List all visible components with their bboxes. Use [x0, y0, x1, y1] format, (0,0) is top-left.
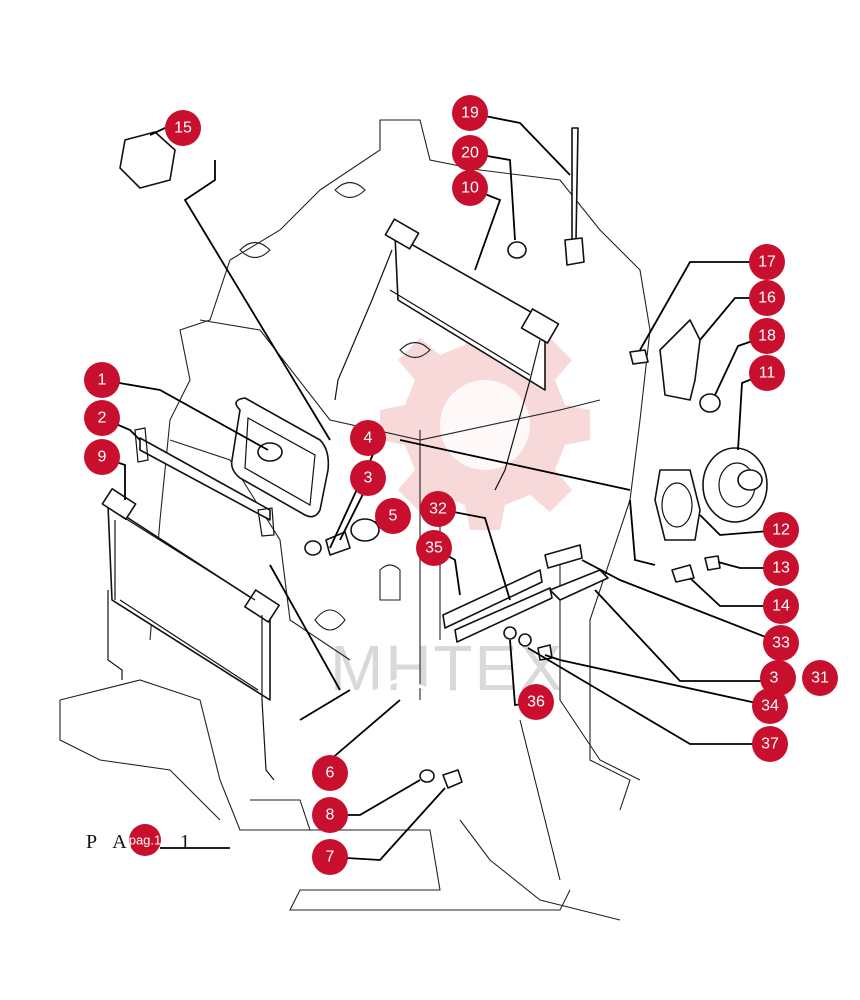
- callout-33[interactable]: 33: [763, 625, 799, 661]
- page-ref-prefix: P A: [86, 831, 133, 853]
- callout-label: 18: [758, 328, 776, 345]
- callout-label: 35: [425, 540, 443, 557]
- bracket-bar-2: [134, 427, 275, 537]
- callout-11[interactable]: 11: [749, 355, 785, 391]
- callout-label: 15: [174, 120, 192, 137]
- page-ref-suffix: 1: [180, 831, 196, 853]
- callout-7[interactable]: 7: [312, 839, 348, 875]
- fittings-3-4-5: [304, 518, 380, 556]
- bracket-16: [659, 319, 701, 401]
- callout-label: 17: [758, 254, 776, 271]
- callout-13[interactable]: 13: [763, 550, 799, 586]
- callout-label: 12: [772, 522, 790, 539]
- callout-3-right[interactable]: 3: [760, 660, 796, 696]
- callout-label: 31: [811, 670, 829, 687]
- callout-19[interactable]: 19: [452, 95, 488, 131]
- callout-35[interactable]: 35: [416, 530, 452, 566]
- callout-6[interactable]: 6: [312, 755, 348, 791]
- callout-label: 4: [364, 430, 373, 447]
- callout-34[interactable]: 34: [752, 688, 788, 724]
- callout-label: 33: [772, 635, 790, 652]
- callout-9[interactable]: 9: [84, 439, 120, 475]
- condenser-10: [334, 218, 560, 491]
- callout-5[interactable]: 5: [375, 498, 411, 534]
- page-ref-badge-label: pag.1: [129, 833, 162, 848]
- callout-label: 2: [98, 410, 107, 427]
- callout-label: 8: [326, 807, 335, 824]
- callout-label: 7: [326, 849, 335, 866]
- callout-14[interactable]: 14: [763, 588, 799, 624]
- callout-label: 5: [389, 508, 398, 525]
- callout-label: 9: [98, 449, 107, 466]
- callout-label: 34: [761, 698, 779, 715]
- callout-16[interactable]: 16: [749, 280, 785, 316]
- rail-33: [544, 544, 609, 601]
- rail-32: [442, 569, 553, 643]
- filter-panel-1: [230, 397, 330, 518]
- callout-31[interactable]: 31: [802, 660, 838, 696]
- callout-32[interactable]: 32: [420, 491, 456, 527]
- bolts-7-8: [419, 769, 463, 789]
- pulley-11: [702, 447, 768, 523]
- screw-14: [671, 564, 695, 583]
- callout-8[interactable]: 8: [312, 797, 348, 833]
- callout-3[interactable]: 3: [350, 460, 386, 496]
- callout-label: 10: [461, 180, 479, 197]
- callout-label: 14: [772, 598, 790, 615]
- callout-label: 19: [461, 105, 479, 122]
- pipe-6: [348, 678, 452, 767]
- callout-10[interactable]: 10: [452, 170, 488, 206]
- callout-12[interactable]: 12: [763, 512, 799, 548]
- radiator-9: [101, 488, 280, 781]
- callout-1[interactable]: 1: [84, 362, 120, 398]
- callout-label: 20: [461, 145, 479, 162]
- tractor-frame: [59, 119, 651, 921]
- callout-label: 36: [527, 694, 545, 711]
- bolt-17: [629, 349, 649, 365]
- callout-label: 37: [761, 736, 779, 753]
- callout-label: 3: [364, 470, 373, 487]
- callout-2[interactable]: 2: [84, 400, 120, 436]
- callout-label: 3: [770, 670, 779, 687]
- callout-37[interactable]: 37: [752, 726, 788, 762]
- callout-4[interactable]: 4: [350, 420, 386, 456]
- callout-label: 6: [326, 765, 335, 782]
- page-ref-badge[interactable]: pag.1: [129, 824, 162, 856]
- bush-18: [699, 393, 721, 413]
- page-reference: P A 1: [86, 831, 230, 853]
- callout-20[interactable]: 20: [452, 135, 488, 171]
- clip-13: [704, 555, 721, 571]
- callout-label: 16: [758, 290, 776, 307]
- callout-label: 1: [98, 372, 107, 389]
- cap-15: [119, 131, 176, 189]
- callout-label: 32: [429, 501, 447, 518]
- callout-17[interactable]: 17: [749, 244, 785, 280]
- dipstick-19: [564, 127, 585, 266]
- grommet-20: [507, 241, 527, 259]
- callout-label: 11: [759, 365, 776, 382]
- gasket-12: [654, 469, 701, 541]
- callout-15[interactable]: 15: [165, 110, 201, 146]
- callout-label: 13: [772, 560, 790, 577]
- callout-18[interactable]: 18: [749, 318, 785, 354]
- callout-36[interactable]: 36: [518, 684, 554, 720]
